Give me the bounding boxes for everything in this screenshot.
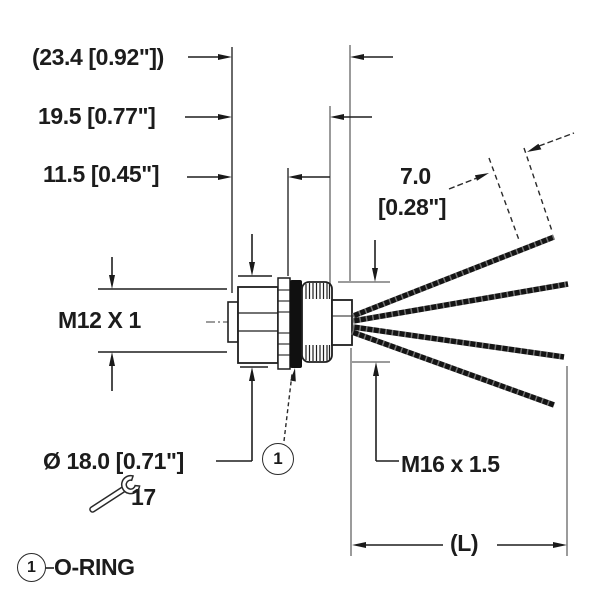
connector-body bbox=[227, 277, 353, 370]
dim-19-5-label: 19.5 [0.77"] bbox=[38, 103, 156, 129]
wire-2 bbox=[352, 281, 569, 324]
dim-7-0-inches-label: [0.28"] bbox=[378, 194, 447, 220]
legend-balloon-1: 1 bbox=[17, 553, 46, 582]
dim-11-5-label: 11.5 [0.45"] bbox=[43, 161, 160, 187]
dim-7-0-value-label: 7.0 bbox=[400, 163, 431, 189]
o-ring-band bbox=[290, 280, 302, 368]
wire-3 bbox=[352, 324, 565, 360]
extension-lines bbox=[329, 45, 568, 556]
front-thread-label: M12 X 1 bbox=[58, 307, 141, 333]
dimension-lines bbox=[45, 56, 555, 569]
front-thread-stud bbox=[227, 301, 239, 343]
wire-1 bbox=[351, 234, 556, 319]
knurl-hatching bbox=[305, 283, 331, 361]
wires bbox=[351, 234, 569, 408]
cable-exit-boss bbox=[331, 299, 353, 346]
dim-overall-label: (23.4 [0.92"]) bbox=[32, 44, 164, 70]
cable-length-label: (L) bbox=[450, 530, 479, 556]
wrench-size-label: 17 bbox=[131, 484, 156, 510]
legend-o-ring-label: O-RING bbox=[54, 554, 135, 580]
dashed-leaders bbox=[283, 132, 575, 442]
balloon-1: 1 bbox=[262, 443, 294, 475]
flange-diameter-label: Ø 18.0 [0.71"] bbox=[43, 448, 184, 474]
wire-4 bbox=[351, 329, 555, 408]
extension-lines-dark bbox=[231, 47, 289, 293]
wrench-icon bbox=[89, 474, 141, 513]
gland-thread-label: M16 x 1.5 bbox=[401, 451, 500, 477]
hex-body bbox=[237, 286, 279, 364]
